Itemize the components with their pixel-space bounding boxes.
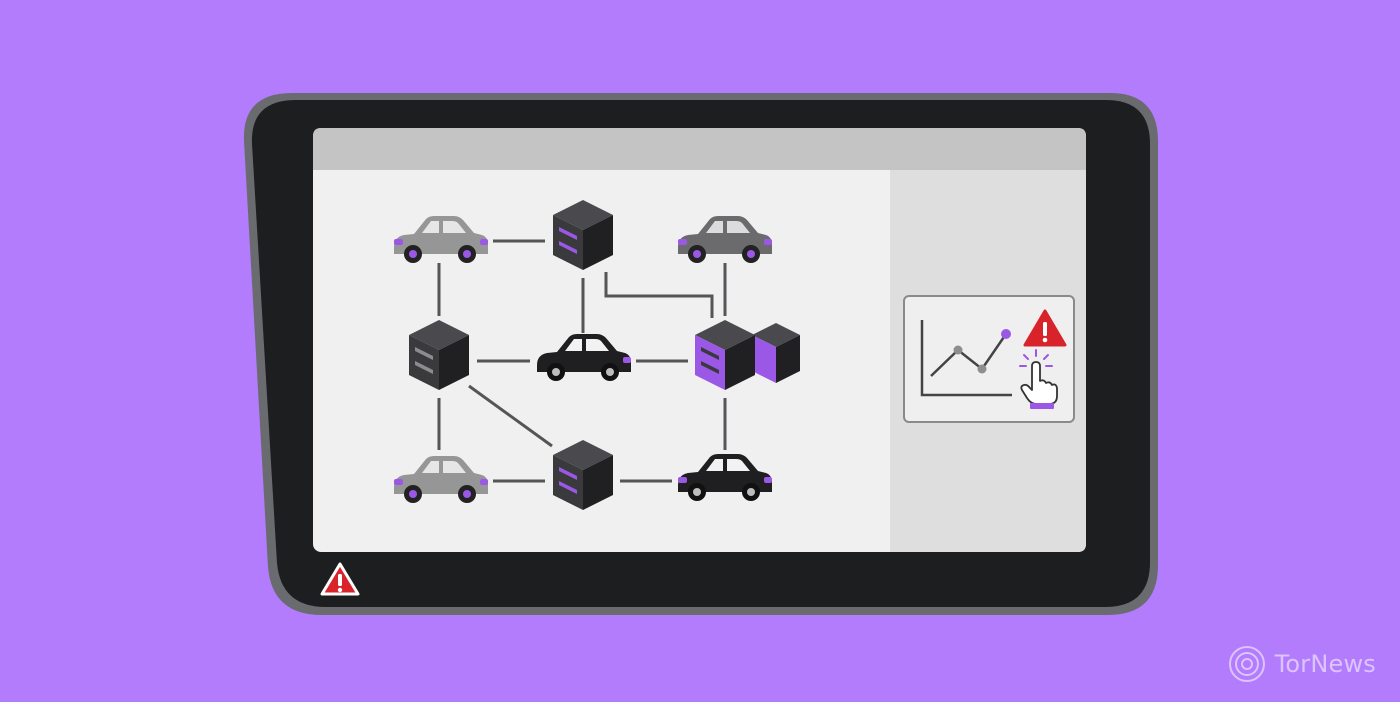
server-cluster-icon <box>695 320 800 390</box>
car-icon <box>678 216 772 263</box>
server-cube-icon <box>409 320 469 390</box>
screen-header-bar <box>313 128 1086 170</box>
server-cube-icon <box>553 200 613 270</box>
server-cube-icon <box>695 320 755 390</box>
network-connections <box>437 239 727 483</box>
server-cube-icon <box>752 323 800 383</box>
line-chart-icon <box>920 320 1012 397</box>
car-icon <box>537 334 631 381</box>
watermark: TorNews <box>1227 644 1376 684</box>
warning-triangle-icon <box>1023 309 1067 347</box>
pointer-hand-icon <box>1019 349 1058 409</box>
connection-line <box>468 384 553 448</box>
car-icon <box>394 456 488 503</box>
connection-line <box>604 272 714 318</box>
onion-logo-icon <box>1228 646 1265 682</box>
warning-triangle-icon[interactable] <box>320 562 360 596</box>
watermark-text: TorNews <box>1274 650 1376 678</box>
alert-card[interactable] <box>903 295 1075 423</box>
server-cube-icon <box>553 440 613 510</box>
car-icon <box>394 216 488 263</box>
car-icon <box>678 454 772 501</box>
